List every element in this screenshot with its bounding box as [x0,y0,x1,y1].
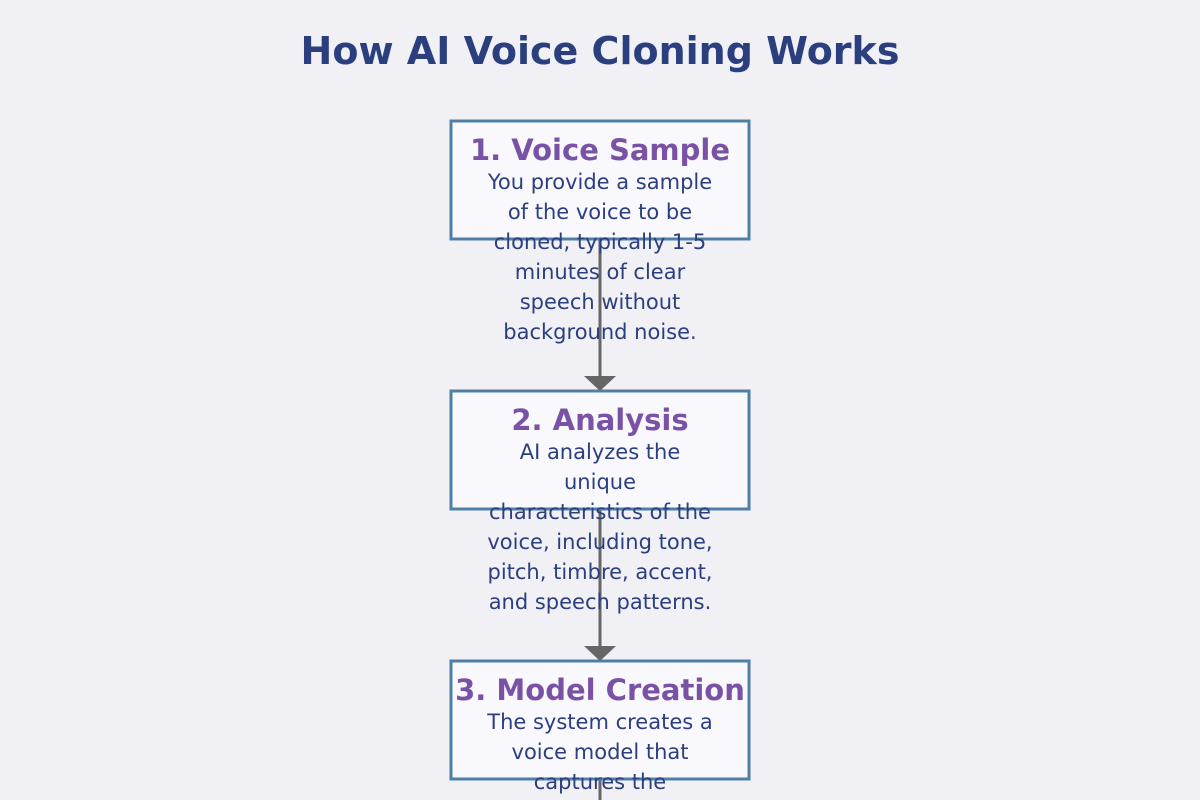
page-title: How AI Voice Cloning Works [301,29,900,73]
step-description-line: and speech patterns. [489,590,712,614]
step-title: 3. Model Creation [455,673,745,707]
connectors [584,239,616,800]
step-description-line: AI analyzes the [520,440,681,464]
step-description-line: voice model that [512,740,689,764]
step-description-line: cloned, typically 1-5 [494,230,706,254]
step-box [449,389,751,511]
step-box [449,659,751,781]
step-description-line: characteristics of the [489,500,711,524]
step-box [449,119,751,241]
step-title: 2. Analysis [511,403,688,437]
arrowhead-1 [584,376,616,391]
step-description-line: unique [564,470,636,494]
step-title: 1. Voice Sample [470,133,730,167]
step-description-line: The system creates a [486,710,712,734]
arrowhead-2 [584,646,616,661]
step-description-line: minutes of clear [515,260,686,284]
step-description-line: of the voice to be [508,200,692,224]
step-description-line: voice, including tone, [487,530,712,554]
step-description-line: speech without [520,290,681,314]
step-description-line: You provide a sample [487,170,712,194]
step-2: 2. Analysis AI analyzes the unique characte… [449,389,751,614]
step-description-line: pitch, timbre, accent, [487,560,712,584]
step-description-line: captures the [534,770,666,794]
step-description-line: background noise. [503,320,696,344]
